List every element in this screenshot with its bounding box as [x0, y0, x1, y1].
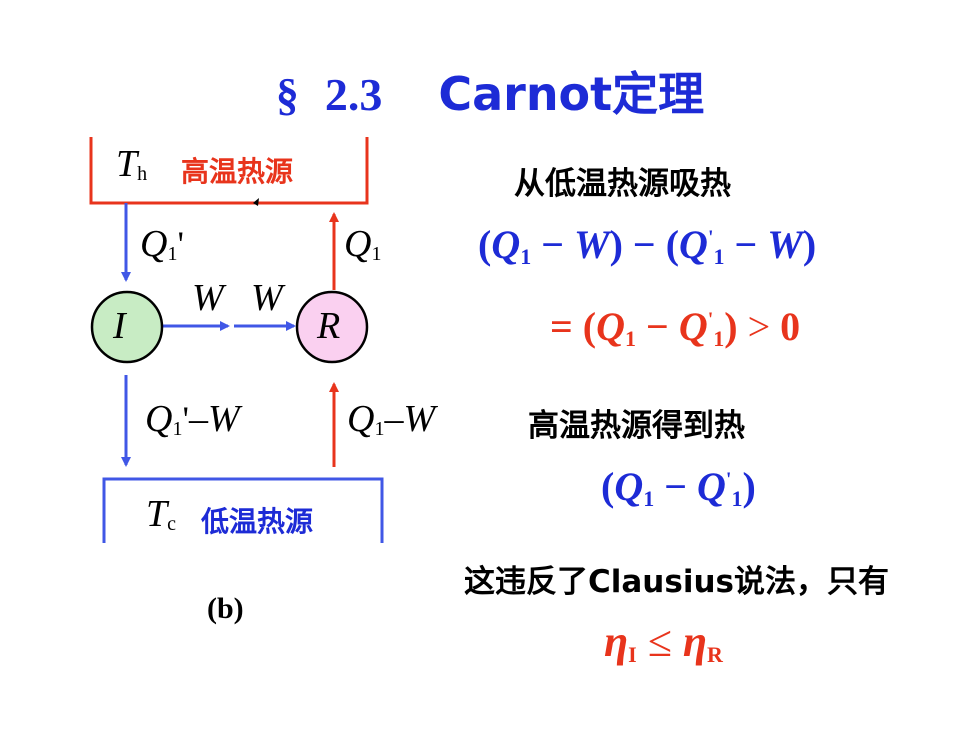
equation-4: ηI ≤ ηR	[604, 617, 723, 667]
title-section-sign: §	[275, 69, 299, 120]
equation-3: (Q1 − Q'1)	[601, 464, 756, 511]
cold-reservoir-label: 低温热源	[201, 505, 314, 538]
hot-reservoir-label: 高温热源	[181, 155, 294, 188]
engine-r-label: R	[317, 305, 341, 347]
equation-2: = (Q1 − Q'1) > 0	[550, 304, 801, 351]
equation-1: (Q1 − W) − (Q'1 − W)	[478, 222, 817, 269]
engine-r-circle	[295, 290, 369, 364]
small-tick-mark	[253, 198, 259, 206]
engine-i-circle	[90, 290, 164, 364]
cold-reservoir-symbol: Tc	[146, 493, 177, 535]
hot-reservoir-box	[89, 137, 369, 205]
text-violates-clausius: 这违反了Clausius说法，只有	[464, 564, 889, 600]
title-number: 2.3	[324, 69, 383, 120]
engine-i-label: I	[113, 305, 126, 347]
page-title: § 2.3 Carnot定理	[0, 58, 980, 124]
label-q1: Q1	[344, 223, 382, 265]
label-q1-prime: Q1'	[140, 223, 184, 265]
label-q1-minus-w: Q1–W	[347, 398, 436, 440]
label-w-left: W	[192, 277, 224, 319]
cold-reservoir-box	[102, 477, 384, 543]
figure-caption: (b)	[207, 592, 244, 625]
title-text: Carnot定理	[438, 67, 705, 121]
text-hot-receives-heat: 高温热源得到热	[528, 408, 745, 444]
text-absorb-from-cold: 从低温热源吸热	[514, 166, 731, 202]
label-w-right: W	[251, 277, 283, 319]
label-q1-prime-minus-w: Q1'–W	[145, 398, 240, 440]
hot-reservoir-symbol: Th	[116, 143, 148, 185]
